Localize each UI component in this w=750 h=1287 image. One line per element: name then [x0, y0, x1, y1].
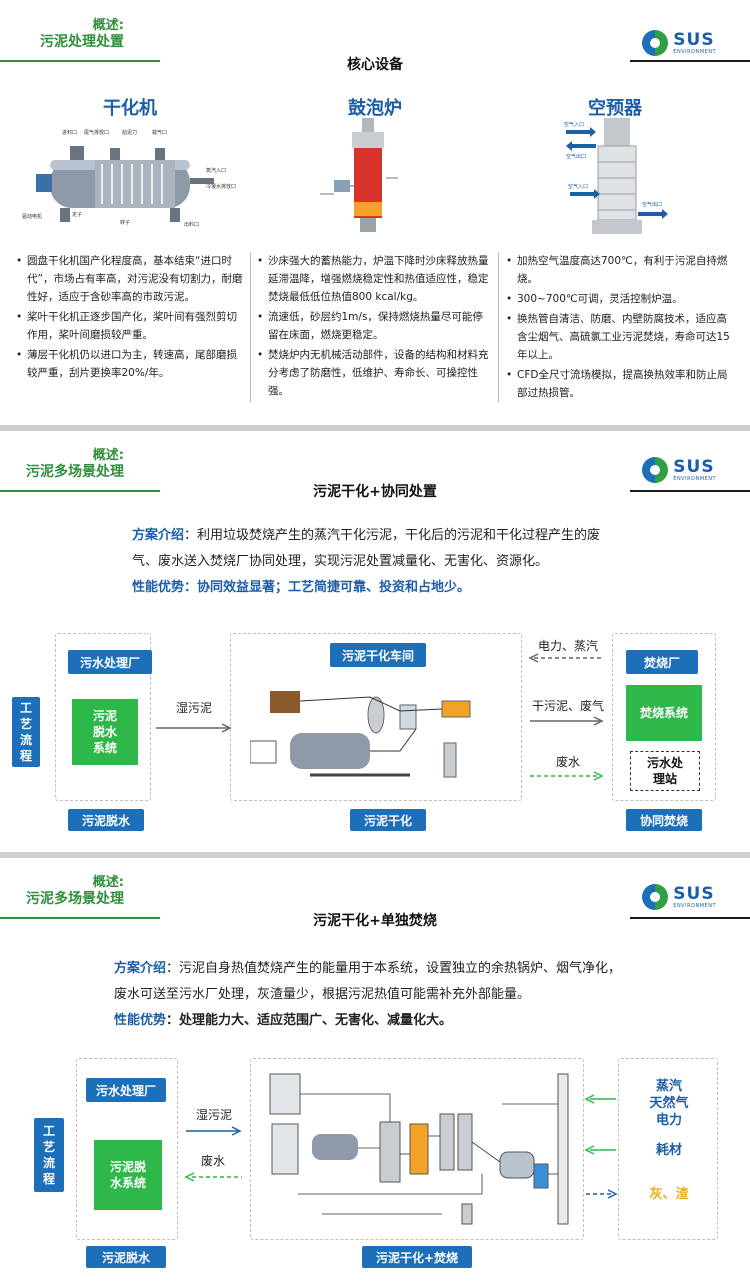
dryer-label: 蒸汽入口 — [206, 167, 226, 174]
wet-sludge-arrow — [156, 723, 232, 733]
dewatering-tag: 污泥脱水 — [68, 809, 144, 831]
slide2-intro: 方案介绍：利用垃圾焚烧产生的蒸汽干化污泥，干化后的污泥和干化过程产生的废气、废水… — [132, 528, 601, 595]
drying-incineration-tag: 污泥干化+焚烧 — [362, 1246, 472, 1268]
process-flow-label: 工艺流程 — [12, 697, 40, 767]
power-steam-label: 电力、蒸汽 — [537, 639, 598, 653]
header-green-rule — [0, 60, 160, 62]
preheater-label: 空气入口 — [564, 121, 584, 128]
preheater-illustration: 空气入口 空气出口 空气入口 空气出口 — [564, 118, 668, 234]
list-item: 薄层干化机仍以进口为主，转速高，尾部磨损较严重，刮片更换率20%/年。 — [14, 346, 244, 382]
incineration-system-box: 焚烧系统 — [626, 685, 702, 741]
boiler-illustration — [320, 118, 398, 232]
dewatering-section — [76, 1058, 178, 1240]
header-black-rule — [630, 490, 750, 492]
slide-separator — [0, 425, 750, 431]
header-green-rule — [0, 490, 160, 492]
incineration-plant-label: 焚烧厂 — [626, 650, 698, 674]
drying-incineration-diagram — [269, 1073, 569, 1225]
eq-title-preheater: 空预器 — [588, 98, 642, 119]
eq-title-dryer: 干化机 — [103, 98, 157, 119]
dryer-label: 出料口 — [184, 221, 199, 228]
column-divider — [250, 252, 251, 402]
header-black-rule — [630, 60, 750, 62]
dry-sludge-gas-label: 干污泥、废气 — [531, 699, 604, 713]
ash-slag-label: 灰、渣 — [649, 1187, 689, 1202]
preheater-label: 空气出口 — [642, 201, 662, 208]
column-divider — [498, 252, 499, 402]
dry-sludge-arrow — [530, 716, 604, 726]
boiler-bullets: 沙床强大的蓄热能力，炉温下降时沙床释放热量延滞温降，增强燃烧稳定性和热值适应性，… — [255, 252, 493, 402]
wastewater-station-box: 污水处理站 — [630, 751, 700, 791]
consumables-label: 耗材 — [655, 1143, 682, 1158]
energy-inputs: 蒸汽 天然气 电力 — [649, 1079, 689, 1128]
drying-workshop-label: 污泥干化车间 — [330, 643, 426, 667]
list-item: 流速低，砂层约1m/s，保持燃烧热量尽可能停留在床面，燃烧更稳定。 — [255, 308, 493, 344]
dewatering-system-box: 污泥脱水系统 — [94, 1140, 162, 1210]
preheater-label: 空气入口 — [568, 183, 588, 190]
list-item: 300~700℃可调，灵活控制炉温。 — [504, 290, 730, 308]
wastewater-arrow — [184, 1172, 242, 1182]
dryer-label: 定子 — [72, 211, 82, 218]
wastewater-plant-label: 污水处理厂 — [68, 650, 152, 674]
dryer-label: 载气口 — [152, 129, 167, 136]
eq-title-boiler: 鼓泡炉 — [348, 98, 402, 119]
drying-incineration-section — [250, 1058, 584, 1240]
list-item: 圆盘干化机国产化程度高，基本结束“进口时代”，市场占有率高，对污泥没有切割力，耐… — [14, 252, 244, 306]
wastewater-label: 废水 — [555, 755, 580, 769]
dewatering-tag: 污泥脱水 — [86, 1246, 166, 1268]
preheater-label: 空气出口 — [566, 153, 586, 160]
list-item: 加热空气温度高达700℃，有利于污泥自持燃烧。 — [504, 252, 730, 288]
slide3-subtitle: 污泥干化+单独焚烧 — [313, 913, 437, 929]
slide2-header: 概述: 污泥多场景处理 — [26, 448, 124, 480]
slide3-intro: 方案介绍：污泥自身热值焚烧产生的能量用于本系统，设置独立的余热锅炉、烟气净化，废… — [114, 961, 622, 1028]
dryer-label: 刮泥刀 — [122, 129, 137, 136]
sus-logo-icon — [642, 884, 669, 910]
list-item: 桨叶干化机正逐步国产化，桨叶间有强烈剪切作用，桨叶间磨损较严重。 — [14, 308, 244, 344]
wet-sludge-label: 湿污泥 — [195, 1108, 232, 1122]
drying-process-diagram — [250, 691, 471, 778]
inputs-arrows — [584, 1094, 618, 1199]
dryer-label: 驱动电机 — [22, 213, 42, 220]
dryer-label: 尾气排放口 — [84, 129, 109, 136]
sus-logo-icon — [642, 457, 669, 483]
sus-logo-icon — [642, 30, 669, 56]
slide3-header: 概述: 污泥多场景处理 — [26, 875, 124, 907]
incineration-section — [612, 633, 716, 801]
wastewater-label: 废水 — [200, 1154, 225, 1168]
dewatering-system-box: 污泥脱水系统 — [72, 699, 138, 765]
preheater-bullets: 加热空气温度高达700℃，有利于污泥自持燃烧。 300~700℃可调，灵活控制炉… — [504, 252, 730, 404]
list-item: CFD全尺寸流场模拟，提高换热效率和防止局部过热损管。 — [504, 366, 730, 402]
list-item: 换热管自清洁、防磨、内壁防腐技术，适应高含尘烟气、高硫氯工业污泥焚烧，寿命可达1… — [504, 310, 730, 364]
wastewater-arrow — [530, 771, 604, 781]
drying-workshop-section — [230, 633, 522, 801]
header-green-rule — [0, 917, 160, 919]
slide1-subtitle: 核心设备 — [347, 57, 403, 73]
wet-sludge-arrow — [186, 1126, 242, 1136]
dryer-illustration: 进料口 尾气排放口 刮泥刀 载气口 蒸汽入口 冷凝水排放口 驱动电机 定子 转子… — [22, 129, 236, 228]
list-item: 沙床强大的蓄热能力，炉温下降时沙床释放热量延滞温降，增强燃烧稳定性和热值适应性，… — [255, 252, 493, 306]
drying-tag: 污泥干化 — [350, 809, 426, 831]
slide2-subtitle: 污泥干化+协同处置 — [313, 484, 437, 500]
co-incineration-tag: 协同焚烧 — [626, 809, 702, 831]
list-item: 焚烧炉内无机械活动部件，设备的结构和材料充分考虑了防磨性，低维护、寿命长、可操控… — [255, 346, 493, 400]
slide1-header: 概述: 污泥处理处置 — [40, 18, 124, 50]
wet-sludge-label: 湿污泥 — [175, 701, 212, 715]
process-flow-label: 工艺流程 — [34, 1118, 64, 1192]
dryer-label: 转子 — [120, 219, 130, 226]
power-steam-arrow — [528, 653, 604, 663]
header-black-rule — [630, 917, 750, 919]
inputs-section — [618, 1058, 718, 1240]
dryer-bullets: 圆盘干化机国产化程度高，基本结束“进口时代”，市场占有率高，对污泥没有切割力，耐… — [14, 252, 244, 384]
dryer-label: 进料口 — [62, 129, 77, 136]
slide-separator — [0, 852, 750, 858]
dewatering-section — [55, 633, 151, 801]
wastewater-plant-label: 污水处理厂 — [86, 1078, 166, 1102]
dryer-label: 冷凝水排放口 — [206, 183, 236, 190]
